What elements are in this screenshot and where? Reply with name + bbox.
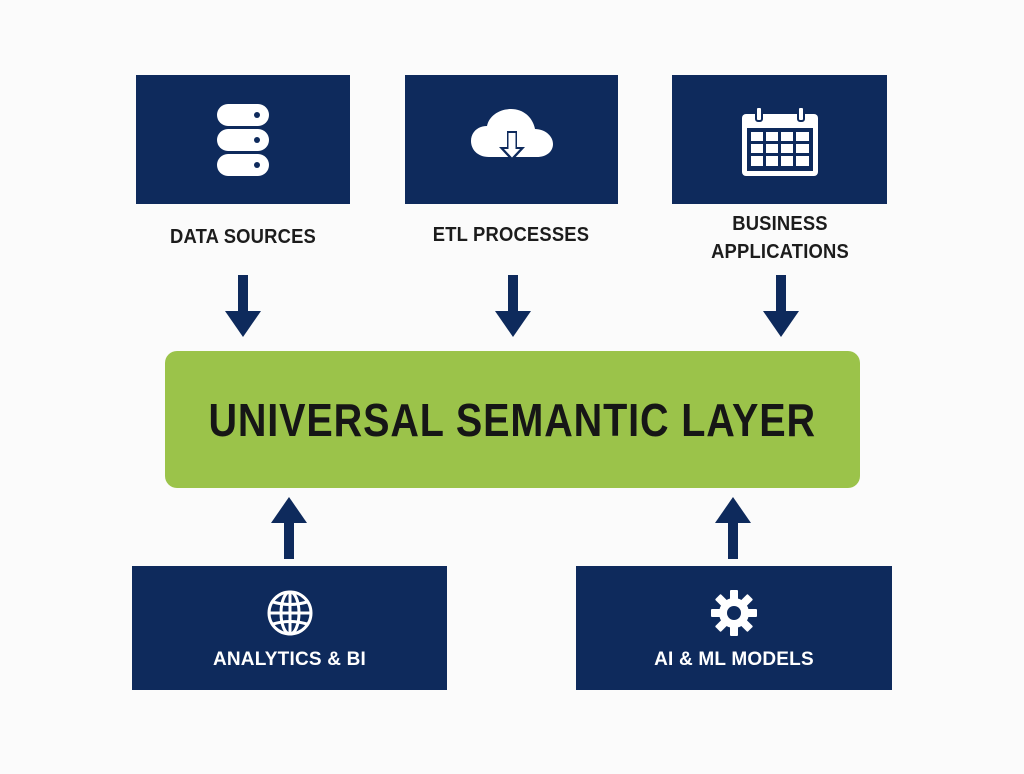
semantic-layer-title: UNIVERSAL SEMANTIC LAYER xyxy=(208,393,817,446)
ai-ml-models-node: AI & ML MODELS xyxy=(576,566,892,690)
arrow-down-data-sources xyxy=(225,275,261,337)
arrow-down-etl-processes xyxy=(495,275,531,337)
arrow-up-ai-ml xyxy=(715,497,751,559)
arrow-up-analytics xyxy=(271,497,307,559)
calendar-icon xyxy=(672,106,887,178)
database-icon xyxy=(136,102,350,178)
analytics-bi-node: ANALYTICS & BI xyxy=(132,566,447,690)
universal-semantic-layer: UNIVERSAL SEMANTIC LAYER xyxy=(165,351,860,488)
etl-processes-label: ETL PROCESSES xyxy=(432,224,590,246)
ai-ml-models-label: AI & ML MODELS xyxy=(654,649,814,670)
globe-icon xyxy=(132,588,447,638)
gear-icon xyxy=(576,588,892,638)
business-applications-node xyxy=(672,75,887,204)
cloud-download-icon xyxy=(405,107,618,169)
arrow-down-business-applications xyxy=(763,275,799,337)
etl-processes-node xyxy=(405,75,618,204)
analytics-bi-label: ANALYTICS & BI xyxy=(212,649,367,670)
data-sources-label: DATA SOURCES xyxy=(169,226,316,248)
business-applications-label: BUSINESS APPLICATIONS xyxy=(711,213,849,263)
data-sources-node xyxy=(136,75,350,204)
